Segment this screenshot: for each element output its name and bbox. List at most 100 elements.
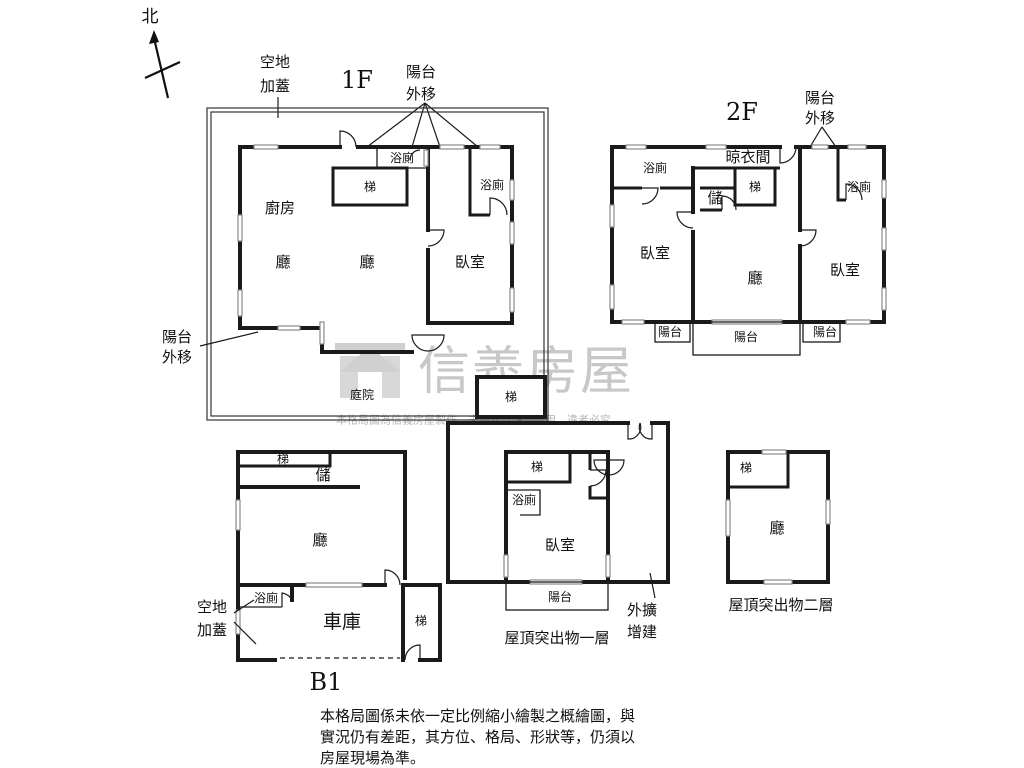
floor-b1-doors	[281, 569, 421, 661]
roof-level-1-walls	[446, 421, 670, 584]
door-1f-bath	[489, 197, 508, 216]
room-1f-bath-center: 浴廁	[390, 150, 414, 165]
room-2f-balcony-center: 陽台	[734, 329, 758, 344]
roof-level-1-windows	[503, 554, 611, 585]
floor-1f-walls	[238, 145, 514, 354]
roof-level-2: 梯 廳 屋頂突出物二層	[725, 449, 834, 614]
floor-1f: 1F 空地 加蓋 陽台 外移	[162, 53, 549, 421]
site-boundary-outer	[206, 107, 549, 421]
yard-cover-label-line1: 空地	[260, 53, 290, 71]
room-roof-1-stairs: 梯	[531, 460, 543, 474]
room-roof-1-bath: 浴廁	[512, 492, 536, 507]
door-roof-1-stairs	[593, 459, 625, 476]
stair-link-label: 梯	[505, 390, 517, 404]
balcony-moved-leaders	[366, 102, 479, 148]
room-1f-living-left: 廳	[275, 253, 290, 271]
b1-yard-cover-leaders	[233, 599, 257, 645]
floor-2f-balconies	[654, 321, 841, 356]
b1-yard-cover-line1: 空地	[197, 598, 227, 616]
balcony-moved-left-line1: 陽台	[162, 328, 192, 346]
floor-1f-doors	[339, 130, 508, 352]
room-roof-1-balcony: 陽台	[548, 589, 572, 604]
disclaimer-line-3: 房屋現場為準。	[320, 749, 425, 767]
site-boundary-inner	[210, 111, 545, 417]
room-roof-2-stairs: 梯	[740, 461, 752, 475]
door-roof-1-outer-right	[638, 422, 653, 440]
door-2f-bath-left	[641, 187, 659, 205]
compass-crossbar	[144, 60, 181, 80]
room-1f-courtyard: 庭院	[350, 387, 374, 402]
room-2f-laundry: 晾衣間	[725, 148, 770, 166]
door-b1-stairs	[404, 644, 421, 661]
room-roof-2-living: 廳	[769, 519, 784, 537]
door-2f-laundry	[779, 146, 797, 164]
balcony-moved-left-leader	[199, 331, 259, 347]
door-1f-bedroom	[427, 229, 445, 247]
floor-b1: 梯 儲 廳 浴廁 車庫 梯 空地 加蓋 B1	[197, 450, 442, 696]
floor-2f: 2F 陽台 外移	[609, 89, 887, 356]
door-1f-top	[339, 130, 357, 148]
room-2f-storage: 儲	[707, 189, 722, 207]
room-1f-kitchen: 廚房	[265, 199, 295, 217]
door-roof-1-bedroom	[589, 469, 607, 487]
room-b1-stairs-right: 梯	[415, 614, 427, 628]
door-2f-bedroom	[799, 229, 817, 247]
floor-2f-doors	[641, 146, 863, 247]
door-1f-courtyard	[411, 334, 445, 352]
room-1f-stairs: 梯	[364, 180, 376, 194]
room-b1-garage: 車庫	[323, 611, 361, 633]
stair-link-box	[475, 375, 547, 419]
north-compass: 北	[142, 7, 181, 99]
balcony-moved-2f-line2: 外移	[805, 109, 835, 127]
room-2f-balcony-right: 陽台	[813, 324, 837, 339]
bath-right-1f-wall	[468, 147, 490, 217]
north-arrow-icon	[152, 37, 170, 99]
room-1f-living-center: 廳	[359, 253, 374, 271]
room-b1-bath: 浴廁	[254, 590, 278, 605]
door-b1-garage	[384, 569, 401, 586]
roof-level-1-title: 屋頂突出物一層	[504, 629, 609, 647]
balcony-roof-1	[505, 581, 609, 611]
floor-2f-title: 2F	[726, 98, 758, 126]
floor-1f-windows	[237, 144, 515, 345]
balcony-2f-right	[802, 321, 841, 343]
b1-yard-cover-line2: 加蓋	[197, 621, 227, 639]
balcony-moved-2f-leaders	[809, 126, 837, 148]
extension-label-line2: 增建	[627, 623, 657, 641]
room-2f-bath-right: 浴廁	[847, 179, 871, 194]
north-label: 北	[142, 7, 159, 27]
stairs-1f	[331, 166, 409, 207]
extension-label-line1: 外擴	[627, 601, 657, 619]
room-roof-1-bedroom: 臥室	[545, 536, 575, 554]
door-2f-storage	[721, 195, 737, 211]
yard-cover-label-line2: 加蓋	[260, 77, 290, 95]
room-2f-living: 廳	[747, 269, 762, 287]
door-2f-bath-right	[845, 183, 863, 201]
stairs-roof-1	[506, 452, 572, 484]
room-b1-storage: 儲	[315, 466, 330, 484]
roof-level-2-windows	[725, 449, 831, 585]
extension-leader	[649, 572, 656, 599]
balcony-moved-top-line1: 陽台	[406, 63, 436, 81]
roof-level-1-doors	[589, 422, 653, 487]
balcony-moved-2f-line1: 陽台	[805, 89, 835, 107]
room-2f-balcony-left: 陽台	[658, 324, 682, 339]
floor-b1-title: B1	[310, 668, 343, 696]
disclaimer: 本格局圖係未依一定比例縮小繪製之概繪圖，與 實況仍有差距，其方位、格局、形狀等，…	[320, 707, 635, 767]
balcony-2f-center	[692, 321, 801, 356]
room-2f-bath-left: 浴廁	[643, 160, 667, 175]
door-roof-1-outer-left	[627, 422, 642, 440]
door-1f-bath-center	[409, 149, 421, 161]
floor-1f-title: 1F	[341, 66, 373, 94]
balcony-2f-left	[654, 321, 691, 343]
door-2f-living	[676, 211, 694, 229]
bath-center-1f-wall	[376, 147, 428, 169]
room-2f-stairs: 梯	[749, 180, 761, 194]
room-2f-bedroom-right: 臥室	[830, 261, 860, 279]
door-b1-bath	[281, 592, 293, 607]
stairs-roof-2	[728, 452, 790, 489]
balcony-moved-left-line2: 外移	[162, 348, 192, 366]
roof-level-1: 梯 浴廁 臥室 陽台 屋頂突出物一層 外擴 增建	[446, 421, 670, 647]
room-1f-bedroom: 臥室	[455, 253, 485, 271]
